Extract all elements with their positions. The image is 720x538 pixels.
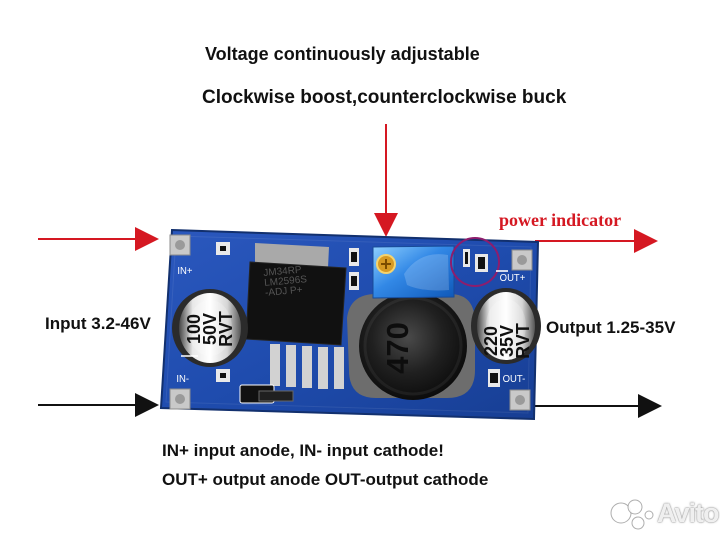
inductor-marking: 470 <box>379 322 415 374</box>
board-label-in-minus: IN- <box>176 374 190 385</box>
output-voltage-label: Output 1.25-35V <box>546 318 676 337</box>
input-voltage-label: Input 3.2-46V <box>45 314 151 333</box>
board-label-out-plus: OUT+ <box>499 273 526 284</box>
input-capacitor-markings: 100 50V RVT <box>184 291 236 367</box>
output-polarity-note: OUT+ output anode OUT-output cathode <box>162 470 489 489</box>
input-polarity-note: IN+ input anode, IN- input cathode! <box>162 441 444 460</box>
watermark-logo-icon <box>610 499 654 530</box>
input-capacitor-series: RVT <box>216 311 236 347</box>
board-label-in-plus: IN+ <box>177 266 193 277</box>
board-label-out-minus: OUT- <box>502 374 526 385</box>
title-line-2: Clockwise boost,counterclockwise buck <box>202 87 567 108</box>
output-capacitor-series: RVT <box>513 323 533 359</box>
title-line-1: Voltage continuously adjustable <box>205 44 480 64</box>
output-capacitor-markings: 220 35V RVT <box>481 303 533 379</box>
buck-converter-board <box>159 228 541 421</box>
watermark-text: Avito <box>657 498 719 528</box>
power-indicator-label: power indicator <box>499 210 622 230</box>
